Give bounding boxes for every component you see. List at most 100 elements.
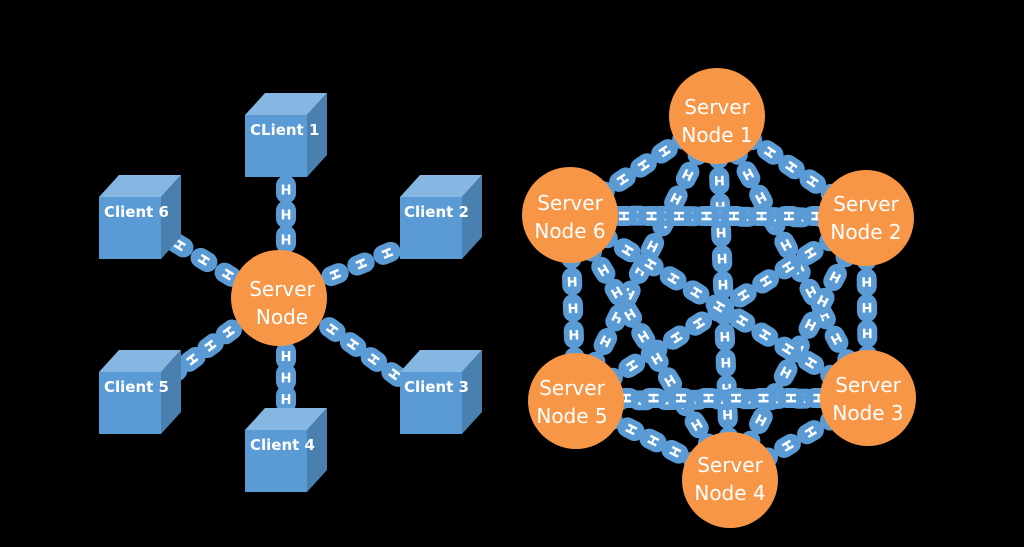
chain-link: H — [339, 332, 367, 357]
svg-text:Server: Server — [833, 192, 899, 216]
chain-link: H — [705, 294, 733, 319]
chain-link: H — [215, 319, 243, 345]
chain-link: H — [682, 280, 710, 305]
mesh-server-node-6: Server Node 6 — [522, 167, 618, 263]
svg-text:H: H — [720, 354, 731, 369]
svg-text:Node 2: Node 2 — [830, 220, 901, 244]
svg-text:H: H — [644, 393, 659, 404]
chain-link: H — [618, 353, 646, 378]
client-6-cube: Client 6 — [99, 175, 181, 259]
chain-link: H — [719, 206, 748, 226]
svg-text:Node 5: Node 5 — [536, 404, 607, 428]
svg-text:H: H — [281, 206, 292, 221]
chain-link: H — [563, 320, 584, 349]
chain-link: H — [747, 206, 776, 226]
mesh-server-node-4: Server Node 4 — [682, 432, 778, 528]
chain-link: H — [749, 388, 778, 408]
star-server-node: Server Node — [231, 250, 327, 346]
chain-link: H — [636, 252, 664, 277]
client-2-cube: Client 2 — [400, 175, 482, 259]
chain-link: H — [694, 388, 723, 408]
svg-text:Node 3: Node 3 — [832, 401, 903, 425]
svg-text:H: H — [281, 369, 292, 384]
chain-link: H — [773, 359, 798, 387]
chain-link: H — [776, 388, 805, 408]
chain-link: H — [613, 238, 641, 263]
mesh-server-node-5: Server Node 5 — [528, 353, 624, 449]
svg-text:H: H — [717, 276, 728, 291]
chain-link: H — [823, 263, 847, 292]
chain-link: H — [276, 385, 296, 414]
chain-link: H — [721, 388, 750, 408]
chain-link: H — [797, 350, 825, 375]
mesh-server-node-2: Server Node 2 — [818, 170, 914, 266]
chain-link: H — [685, 311, 713, 336]
chain-link: H — [360, 347, 388, 372]
chain-link: H — [609, 167, 636, 192]
svg-text:H: H — [721, 380, 732, 395]
client-label: Client 3 — [404, 378, 469, 396]
chain-link: H — [617, 417, 645, 442]
chain-link: H — [709, 167, 730, 195]
chain-link: H — [664, 185, 688, 213]
svg-text:H: H — [807, 211, 822, 222]
chain-link: H — [663, 325, 690, 350]
chain-link: H — [774, 255, 802, 280]
svg-text:H: H — [727, 393, 742, 404]
chain-link: H — [276, 363, 296, 392]
svg-text:Server: Server — [835, 373, 901, 397]
svg-text:Server: Server — [537, 191, 603, 215]
svg-text:H: H — [281, 231, 292, 246]
svg-text:Server: Server — [249, 277, 315, 301]
chain-link: H — [752, 269, 779, 294]
client-label: Client 6 — [104, 203, 169, 221]
svg-text:H: H — [670, 211, 685, 222]
svg-text:H: H — [722, 406, 733, 421]
chain-link: H — [630, 153, 657, 178]
chain-link: H — [774, 433, 801, 458]
svg-text:H: H — [719, 328, 730, 343]
svg-text:H: H — [617, 393, 632, 404]
chain-link: H — [751, 322, 779, 347]
star-topology: CLient 1 Client 2 Client 3 Client 4 Clie… — [99, 93, 482, 492]
chain-link: H — [637, 206, 666, 226]
chain-link: H — [824, 325, 849, 353]
svg-text:H: H — [642, 211, 657, 222]
chain-link: H — [796, 241, 824, 266]
svg-text:Server: Server — [697, 453, 763, 477]
chain-link: H — [617, 300, 643, 328]
svg-text:Node 4: Node 4 — [694, 481, 765, 505]
svg-text:Server: Server — [539, 376, 605, 400]
chain-link: H — [347, 252, 375, 276]
svg-text:H: H — [281, 347, 292, 362]
chain-link: H — [729, 283, 757, 308]
chain-link: H — [856, 268, 877, 297]
chain-link: H — [774, 336, 802, 361]
svg-text:Node: Node — [256, 305, 308, 329]
chain-link: H — [857, 319, 878, 348]
client-1-cube: CLient 1 — [245, 93, 327, 177]
svg-text:H: H — [714, 198, 725, 213]
svg-text:H: H — [379, 245, 397, 261]
svg-text:H: H — [780, 211, 795, 222]
client-label: CLient 1 — [250, 121, 319, 139]
chain-link: H — [604, 278, 629, 306]
chain-server-client-4: HHH — [276, 341, 296, 414]
svg-text:H: H — [697, 211, 712, 222]
chain-link: H — [276, 200, 296, 229]
svg-text:Node 6: Node 6 — [534, 219, 605, 243]
svg-text:H: H — [714, 172, 725, 187]
svg-text:H: H — [861, 273, 872, 288]
chain-link: H — [715, 349, 736, 377]
chain-link: H — [774, 231, 799, 259]
chain-link: H — [778, 154, 805, 180]
mesh-server-node-3: Server Node 3 — [820, 350, 916, 446]
svg-text:H: H — [281, 181, 292, 196]
chain-link: H — [651, 139, 678, 164]
chain-link: H — [276, 341, 296, 370]
chain-link: H — [749, 184, 773, 212]
cube-top — [245, 93, 327, 115]
svg-text:H: H — [752, 211, 767, 222]
chain-link: H — [711, 245, 733, 273]
